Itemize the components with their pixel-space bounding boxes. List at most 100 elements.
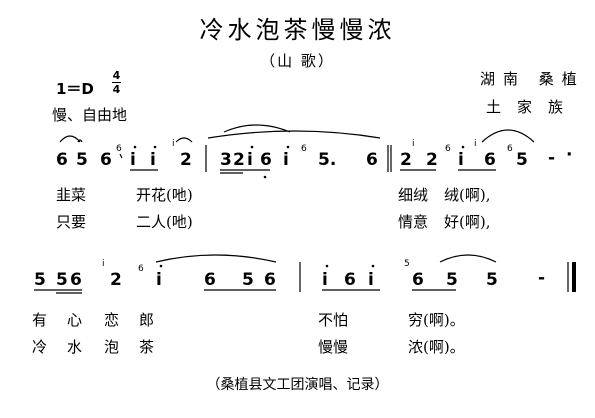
note: 5 xyxy=(516,150,528,170)
grace-note: 5 xyxy=(404,259,410,269)
system-2-marks xyxy=(34,254,569,294)
system-1-marks xyxy=(59,124,535,174)
source-region: 湖南 桑植 xyxy=(480,70,585,88)
lyric: 浓(啊)。 xyxy=(408,338,465,356)
note: 2 xyxy=(180,150,192,170)
note: - xyxy=(548,148,555,168)
note: 6 xyxy=(70,270,82,290)
high-dot xyxy=(250,145,254,149)
high-dot xyxy=(325,264,329,268)
note: i xyxy=(150,150,156,170)
fermata-arc xyxy=(77,139,83,143)
grace-note: i xyxy=(172,139,175,149)
slur xyxy=(481,129,535,143)
source-people: 土家族 xyxy=(486,98,580,116)
grace-tie xyxy=(119,153,123,159)
high-dot xyxy=(371,264,375,268)
note: 5 xyxy=(446,270,458,290)
high-dot xyxy=(286,145,290,149)
note: 6 xyxy=(264,270,276,290)
note: 2 xyxy=(233,150,245,170)
phrase-slur xyxy=(207,130,381,139)
tempo-marking: 慢、自由地 xyxy=(52,106,128,124)
system-2-lyrics: 有心 恋郎 不怕 穷(啊)。 冷水 泡茶 慢慢 浓(啊)。 xyxy=(32,311,465,356)
lyric: 恋郎 xyxy=(104,311,174,329)
time-signature: 4 4 xyxy=(112,70,121,95)
note: 6 xyxy=(366,150,378,170)
grace-note: 6 xyxy=(507,144,513,154)
lyric: 慢慢 xyxy=(318,338,348,356)
slur xyxy=(223,124,291,133)
system-1-lyrics: 韭菜 开花(吔) 细绒 绒(啊), 只要 二人(吔) 情意 好(啊), xyxy=(56,186,490,231)
note: 6 xyxy=(260,150,272,170)
lyric: 穷(啊)。 xyxy=(408,311,465,329)
lyric: 有心 xyxy=(32,311,102,329)
key-signature: 1＝D xyxy=(56,80,94,98)
lyric: 绒(啊), xyxy=(444,186,490,204)
note: 6 xyxy=(204,270,216,290)
high-dot xyxy=(153,145,157,149)
lyric: 好(啊), xyxy=(444,213,490,231)
lyric: 泡茶 xyxy=(104,338,174,356)
note: 5 xyxy=(242,270,254,290)
grace-note: 6 xyxy=(445,144,451,154)
grace-note: i xyxy=(474,139,477,149)
system-2-graces: i 6 5 xyxy=(102,259,410,274)
slur xyxy=(439,254,497,263)
note: 2 xyxy=(426,150,438,170)
lyric: 二人(吔) xyxy=(136,213,193,231)
system-1-notes: 6 5 6 i i 2 3 2 i 6 i 5. 6 2 2 i 6 5 - · xyxy=(56,145,572,170)
system-2-notes: 5 5 6 2 i 6 5 6 i 6 i 6 5 5 - xyxy=(34,268,545,290)
note: - xyxy=(538,268,545,288)
note: i xyxy=(322,270,328,290)
system-1-graces: 6 i 6 i 6 i 6 xyxy=(116,139,513,154)
grace-note: 6 xyxy=(301,144,307,154)
grace-note: i xyxy=(102,259,105,269)
note: i xyxy=(247,150,253,170)
system-1-dots xyxy=(133,145,465,179)
note: i xyxy=(130,150,136,170)
note: 5 xyxy=(76,150,88,170)
lyric: 韭菜 xyxy=(56,186,86,204)
lyric: 情意 xyxy=(398,213,428,231)
note: 5 xyxy=(486,270,498,290)
note: i xyxy=(368,270,374,290)
slur xyxy=(155,254,277,263)
grace-note: 6 xyxy=(138,264,144,274)
lyric: 细绒 xyxy=(398,186,428,204)
song-title: 冷水泡茶慢慢浓 xyxy=(199,16,396,44)
song-subtitle: （山 歌） xyxy=(260,52,335,70)
lyric: 只要 xyxy=(56,213,86,231)
meter-divider xyxy=(112,82,121,83)
high-dot xyxy=(461,145,465,149)
note: 6 xyxy=(100,150,112,170)
final-barline-thick xyxy=(572,262,576,292)
note: 5 xyxy=(56,270,68,290)
note: 6 xyxy=(344,270,356,290)
high-dot xyxy=(133,145,137,149)
meter-bottom: 4 xyxy=(112,83,121,96)
slur xyxy=(175,137,193,143)
lyric: 开花(吔) xyxy=(136,186,193,204)
note: i xyxy=(458,150,464,170)
note: 5 xyxy=(34,270,46,290)
note: 2 xyxy=(110,270,122,290)
grace-note: 6 xyxy=(116,144,122,154)
performance-credit: （桑植县文工团演唱、记录） xyxy=(206,377,389,393)
note: i xyxy=(283,150,289,170)
note: 6 xyxy=(56,150,68,170)
note: 3 xyxy=(220,150,232,170)
high-dot xyxy=(159,264,163,268)
grace-note: i xyxy=(412,139,415,149)
note: i xyxy=(156,270,162,290)
note: 6 xyxy=(412,270,424,290)
note: · xyxy=(566,145,572,165)
slur xyxy=(59,135,81,143)
system-2-dots xyxy=(159,264,375,268)
meter-top: 4 xyxy=(112,69,121,82)
low-dot xyxy=(263,175,267,179)
note: 6 xyxy=(484,150,496,170)
lyric: 冷水 xyxy=(32,338,102,356)
lyric: 不怕 xyxy=(318,311,348,329)
